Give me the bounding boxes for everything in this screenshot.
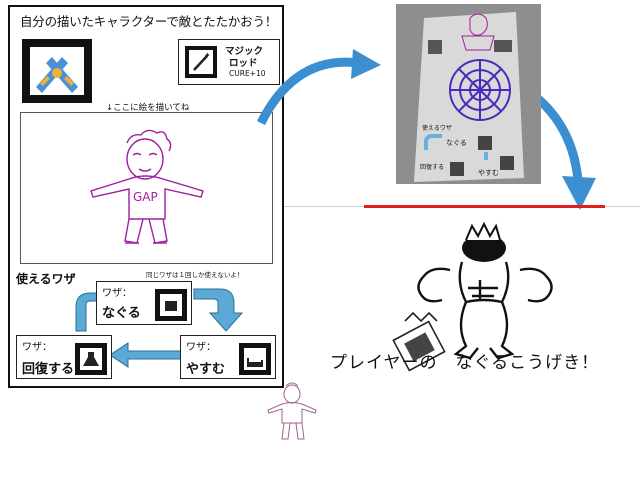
- fist-icon: [155, 289, 187, 321]
- move-name: なぐる: [102, 306, 141, 321]
- flask-icon: [75, 343, 107, 375]
- item-name-line2: ロッド: [229, 58, 258, 69]
- move-card-punch: ワザ： なぐる: [96, 281, 192, 325]
- character-sheet: 自分の描いたキャラクターで敵とたたかおう！ ✦ マジック ロッド CURE+10…: [8, 5, 284, 388]
- enemy-monster: [417, 222, 553, 360]
- moves-note: 同じワザは１回しか使えないよ！: [146, 271, 244, 279]
- move-name: 回復する: [22, 362, 75, 377]
- char-shirt-text: GAP: [133, 190, 158, 204]
- move-card-heal: ワザ： 回復する: [16, 335, 112, 379]
- photo-move-punch: なぐる: [446, 139, 467, 147]
- draw-hint: ↓ここに絵を描いてね: [106, 103, 190, 113]
- enemy-hp-bar: [364, 205, 605, 208]
- battle-caption: プレイヤーの なぐるこうげき！: [330, 353, 600, 373]
- photo-moves-heading: 使えるワザ: [422, 125, 452, 132]
- magic-wand-icon: ✦: [185, 46, 217, 78]
- drawing-area: GAP: [20, 112, 273, 264]
- photo-move-rest: やすむ: [478, 169, 499, 177]
- sheet-photo: 使えるワザ なぐる 回復する やすむ: [396, 4, 541, 184]
- character-drawing: GAP: [90, 129, 204, 244]
- move-label: ワザ：: [102, 288, 132, 299]
- item-name-line1: マジック: [225, 46, 264, 57]
- player-character-sprite: [267, 382, 317, 440]
- move-label: ワザ：: [186, 342, 216, 353]
- move-card-rest: ワザ： やすむ: [180, 335, 276, 379]
- moves-heading: 使えるワザ: [16, 272, 76, 286]
- sheet-title: 自分の描いたキャラクターで敵とたたかおう！: [20, 14, 278, 29]
- item-effect: CURE+10: [229, 69, 266, 78]
- move-label: ワザ：: [22, 342, 52, 353]
- sword-shield-icon: [22, 39, 92, 103]
- svg-text:✦: ✦: [204, 51, 211, 60]
- move-name: やすむ: [186, 362, 226, 377]
- item-card: ✦ マジック ロッド CURE+10: [178, 39, 280, 85]
- punch-fist-icon: [392, 311, 446, 372]
- photo-move-heal: 回復する: [420, 164, 445, 171]
- bed-icon: [239, 343, 271, 375]
- curved-arrow-to-photo: [256, 49, 381, 126]
